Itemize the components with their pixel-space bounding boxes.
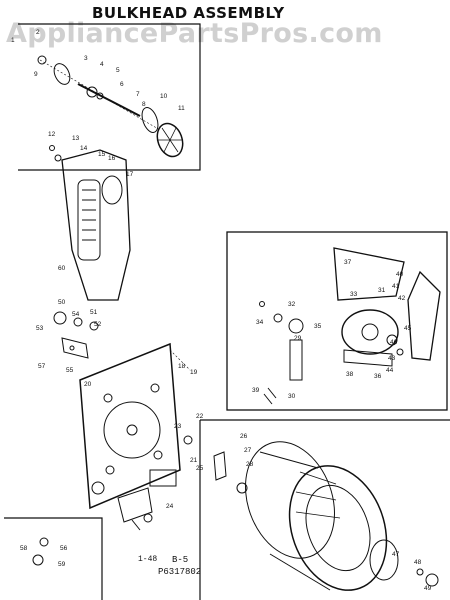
blower-wheel <box>156 122 184 158</box>
watermark-text: AppliancePartsPros.com <box>6 18 383 49</box>
callout-label: 39 <box>252 387 260 394</box>
motor-inset-border <box>226 231 448 411</box>
callout-label: 24 <box>166 503 174 510</box>
drum-seal <box>369 539 399 581</box>
callout-label: 22 <box>196 413 204 420</box>
callout-label: 18 <box>178 363 186 370</box>
drive-belt <box>333 247 405 301</box>
callout-label: 59 <box>58 561 66 568</box>
callout-label: 37 <box>344 259 352 266</box>
callout-label: 47 <box>392 551 400 558</box>
callout-label: 10 <box>160 93 168 100</box>
bottom-left-border <box>4 517 103 600</box>
dryer-drum-front <box>288 465 388 591</box>
callout-label: 44 <box>386 367 394 374</box>
callout-label: 20 <box>84 381 92 388</box>
callout-label: 7 <box>136 91 140 98</box>
callout-label: 25 <box>196 465 204 472</box>
blower-housing <box>61 149 131 301</box>
thermostat-bulb <box>53 311 67 325</box>
drive-shaft <box>77 83 141 117</box>
callout-label: 3 <box>84 55 88 62</box>
callout-label: 28 <box>246 461 254 468</box>
callout-label: 50 <box>58 299 66 306</box>
drum-roller <box>236 482 248 494</box>
callout-label: 46 <box>390 339 398 346</box>
callout-label: 32 <box>288 301 296 308</box>
heater-element <box>117 487 153 523</box>
callout-label: 21 <box>190 457 198 464</box>
callout-label: 6 <box>120 81 124 88</box>
callout-label: 14 <box>80 145 88 152</box>
callout-labels: 1 2 3 4 5 6 7 8 9 10 11 12 13 14 15 16 1… <box>11 29 432 592</box>
bearing-part <box>37 55 47 65</box>
callout-label: 4 <box>100 61 104 68</box>
diagram-title: BULKHEAD ASSEMBLY <box>92 4 285 22</box>
callout-label: 51 <box>90 309 98 316</box>
callout-label: 36 <box>374 373 382 380</box>
dash-mark: 1-48 <box>138 555 158 564</box>
callout-label: 38 <box>346 371 354 378</box>
callout-label: 17 <box>126 171 134 178</box>
callout-label: 40 <box>396 271 404 278</box>
bulkhead-opening <box>103 401 161 459</box>
callout-label: 56 <box>60 545 68 552</box>
callout-label: 16 <box>108 155 116 162</box>
callout-label: 31 <box>378 287 386 294</box>
callout-label: 34 <box>256 319 264 326</box>
callout-label: 60 <box>58 265 66 272</box>
callout-label: 9 <box>34 71 38 78</box>
callout-label: 43 <box>388 355 396 362</box>
blower-belt <box>407 270 441 361</box>
part-number: P6317802 <box>158 567 202 577</box>
top-section-border <box>18 23 201 171</box>
callout-label: 5 <box>116 67 120 74</box>
idler-pulley <box>141 107 159 133</box>
callout-label: 33 <box>350 291 358 298</box>
callout-label: 58 <box>20 545 28 552</box>
callout-label: 42 <box>398 295 406 302</box>
duct-grille <box>77 179 101 261</box>
callout-label: 23 <box>174 423 182 430</box>
callout-label: 49 <box>424 585 432 592</box>
callout-label: 30 <box>288 393 296 400</box>
callout-label: 11 <box>178 105 185 112</box>
callout-label: 8 <box>142 101 146 108</box>
callout-label: 52 <box>94 321 102 328</box>
callout-label: 19 <box>190 369 198 376</box>
callout-label: 53 <box>36 325 44 332</box>
callout-label: 27 <box>244 447 252 454</box>
callout-label: 45 <box>404 325 412 332</box>
drive-motor <box>341 309 399 355</box>
callout-label: 26 <box>240 433 248 440</box>
callout-label: 55 <box>66 367 74 374</box>
callout-label: 48 <box>414 559 422 566</box>
callout-label: 41 <box>392 283 400 290</box>
callout-label: 13 <box>72 135 80 142</box>
callout-label: 1 <box>11 37 15 44</box>
bulkhead-panel <box>79 342 181 510</box>
callout-label: 57 <box>38 363 46 370</box>
callout-label: 15 <box>98 151 106 158</box>
page-reference: B-5 <box>172 555 189 565</box>
seal-ring <box>53 63 71 85</box>
callout-label: 35 <box>314 323 322 330</box>
callout-label: 29 <box>294 335 302 342</box>
callout-label: 2 <box>36 29 40 36</box>
callout-label: 12 <box>48 131 56 138</box>
callout-label: 54 <box>72 311 80 318</box>
